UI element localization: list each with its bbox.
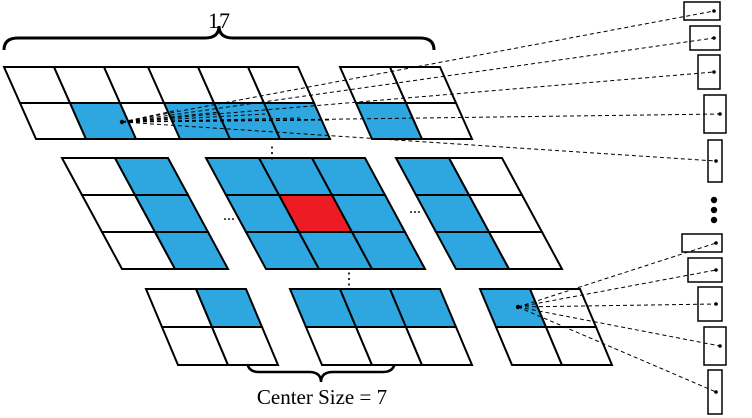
ellipsis-horizontal-right: ... <box>409 200 421 217</box>
grid-middle-center <box>204 157 427 270</box>
grid-cell <box>487 231 564 270</box>
grid-layer <box>2 66 614 366</box>
feature-dot <box>714 390 718 394</box>
grid-top-right <box>338 66 474 140</box>
highlight-cell <box>153 231 230 270</box>
connector-top <box>121 71 715 123</box>
grid-bottom-right <box>478 288 614 366</box>
feature-dot <box>714 241 718 245</box>
feature-box <box>703 94 727 134</box>
connector-top <box>121 121 717 162</box>
connector-bottom <box>517 306 721 347</box>
feature-box <box>681 233 723 253</box>
connector-lines <box>119 10 721 393</box>
grid-cell <box>404 326 474 366</box>
feature-box <box>683 1 721 21</box>
grid-cell <box>404 102 474 140</box>
bottom-brace <box>245 359 397 383</box>
connector-bottom <box>517 306 717 393</box>
highlight-cell <box>350 231 427 270</box>
ellipsis-vertical-bottom: ⋮ <box>341 271 357 288</box>
ellipsis-horizontal-left: ... <box>223 207 235 224</box>
column-ellipsis <box>710 196 718 224</box>
top-count-label: 17 <box>208 8 230 33</box>
grid-bottom-middle <box>288 288 474 366</box>
highlight-cell <box>262 102 332 140</box>
feature-box <box>703 326 727 366</box>
connector-fan-top <box>121 113 266 123</box>
feature-dot <box>712 70 716 74</box>
feature-box-column <box>681 1 727 415</box>
connector-bottom <box>517 269 717 308</box>
grid-top-middle <box>146 66 332 140</box>
grid-cell <box>210 326 280 366</box>
feature-dot <box>714 268 718 272</box>
grid-middle-right <box>394 157 564 270</box>
center-size-label: Center Size = 7 <box>257 385 387 409</box>
grid-bottom-left <box>144 288 280 366</box>
connector-fan-top <box>121 109 179 123</box>
top-brace <box>2 25 436 51</box>
connector-bottom <box>517 303 717 308</box>
connector-fan-top <box>121 111 221 123</box>
connector-top <box>121 10 715 123</box>
ellipsis-vertical-top: ⋮ <box>264 145 280 162</box>
grid-cell <box>544 326 614 366</box>
grid-top-left <box>2 66 188 140</box>
grid-middle-left <box>60 157 230 270</box>
connector-top <box>121 37 715 123</box>
